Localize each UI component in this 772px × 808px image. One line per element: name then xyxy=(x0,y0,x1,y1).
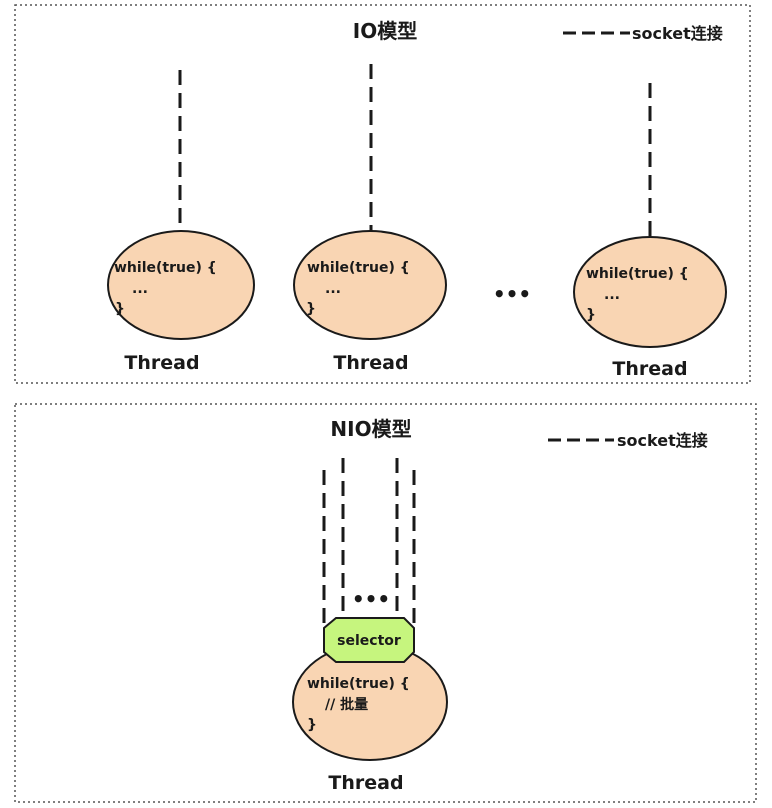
thread-body xyxy=(107,230,255,340)
code-line: while(true) { xyxy=(114,260,217,276)
io-panel: IO模型 socket连接 while(true) { ... } Thread… xyxy=(14,4,751,384)
code-line: } xyxy=(115,301,125,317)
more-connections-ellipsis: ••• xyxy=(352,587,390,611)
thread-body xyxy=(293,230,447,340)
io-panel-border xyxy=(14,4,751,384)
code-line: ... xyxy=(325,281,341,297)
selector: selector xyxy=(323,617,415,663)
thread-label: Thread xyxy=(124,352,199,374)
more-threads-ellipsis: ••• xyxy=(493,282,531,306)
code-line: } xyxy=(307,717,317,733)
code-line: while(true) { xyxy=(307,260,410,276)
legend-label: socket连接 xyxy=(617,431,708,450)
io-thread-3: while(true) { ... } Thread xyxy=(573,83,727,380)
code-line: while(true) { xyxy=(586,266,689,282)
socket-connections xyxy=(322,458,416,630)
code-line: } xyxy=(306,301,316,317)
thread-label: Thread xyxy=(333,352,408,374)
code-line: ... xyxy=(132,281,148,297)
code-line: ... xyxy=(604,287,620,303)
nio-panel-title: NIO模型 xyxy=(330,417,411,441)
nio-panel-border xyxy=(14,403,757,803)
selector-label: selector xyxy=(337,633,401,649)
io-panel-title: IO模型 xyxy=(353,19,417,43)
nio-panel: NIO模型 socket连接 ••• selector while(true) … xyxy=(14,403,757,803)
thread-label: Thread xyxy=(328,772,403,794)
nio-legend: socket连接 xyxy=(548,431,708,450)
code-line: // 批量 xyxy=(325,696,368,713)
selector-shape xyxy=(323,617,415,663)
code-line: while(true) { xyxy=(307,676,410,692)
io-legend: socket连接 xyxy=(563,24,723,43)
io-thread-2: while(true) { ... } Thread xyxy=(293,64,447,374)
nio-thread-code: while(true) { // 批量 } xyxy=(307,676,410,733)
thread-label: Thread xyxy=(612,358,687,380)
legend-label: socket连接 xyxy=(632,24,723,43)
code-line: } xyxy=(586,307,596,323)
thread-body xyxy=(573,236,727,348)
io-thread-1: while(true) { ... } Thread xyxy=(107,70,255,374)
